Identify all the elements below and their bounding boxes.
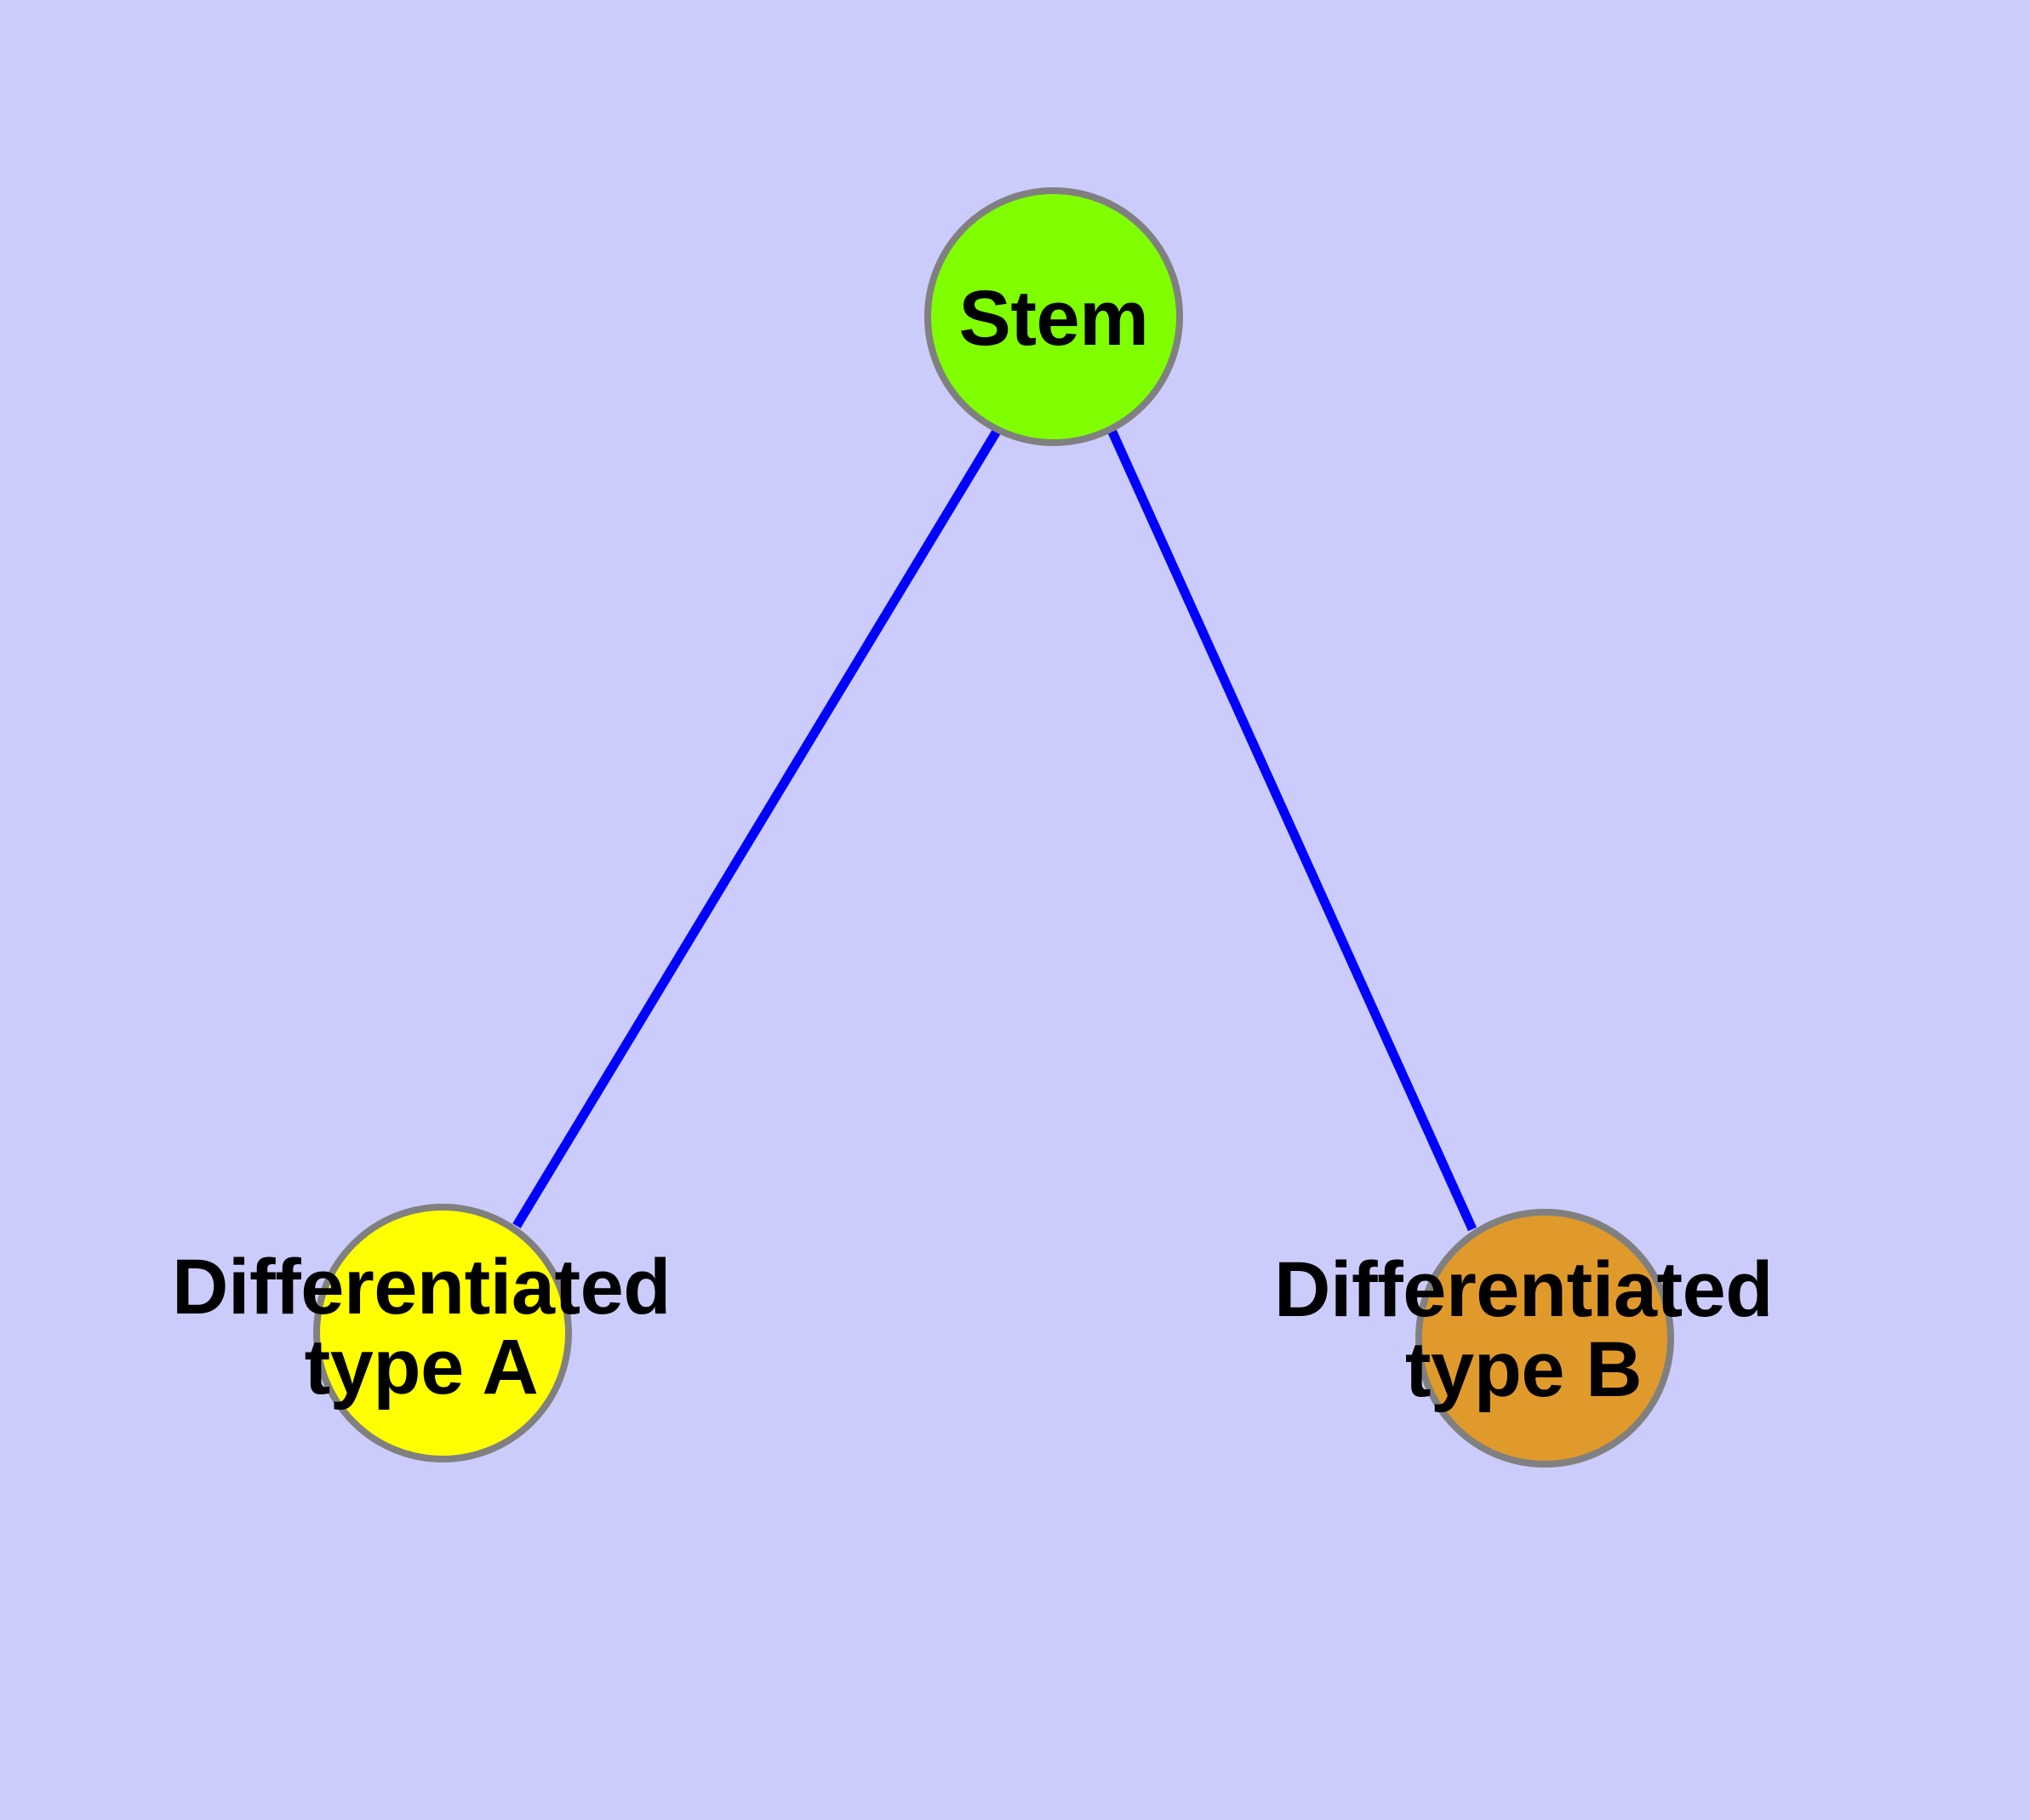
node-stem[interactable] bbox=[924, 187, 1183, 446]
node-differentiated-type-a[interactable] bbox=[313, 1204, 572, 1462]
edge-stem-to-type-a[interactable] bbox=[512, 427, 1002, 1228]
edge-group bbox=[512, 426, 1477, 1232]
node-differentiated-type-b[interactable] bbox=[1415, 1209, 1674, 1468]
node-group bbox=[313, 187, 1674, 1468]
edge-stem-to-type-b[interactable] bbox=[1106, 426, 1477, 1232]
